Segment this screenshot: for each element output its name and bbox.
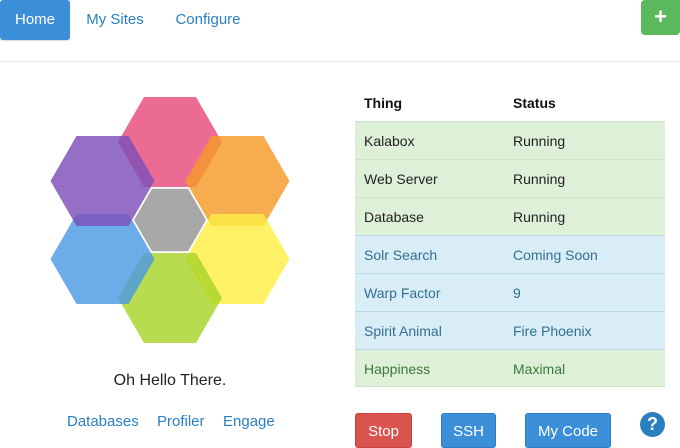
stop-button[interactable]: Stop xyxy=(355,413,412,448)
ssh-button[interactable]: SSH xyxy=(441,413,496,448)
status-cell: Running xyxy=(513,133,566,149)
table-row: Kalabox Running xyxy=(355,121,665,159)
status-column-header: Status xyxy=(513,95,556,111)
my-code-button[interactable]: My Code xyxy=(525,413,611,448)
profiler-link[interactable]: Profiler xyxy=(157,413,205,430)
status-table: Thing Status Kalabox Running Web Server … xyxy=(355,86,665,387)
thing-cell: Happiness xyxy=(364,361,431,377)
purple-hexagon xyxy=(50,136,155,226)
thing-cell: Web Server xyxy=(364,171,438,187)
table-header: Thing Status xyxy=(355,86,665,121)
table-row: Web Server Running xyxy=(355,159,665,197)
table-row: Database Running xyxy=(355,197,665,235)
databases-link[interactable]: Databases xyxy=(67,413,139,430)
table-row: Spirit Animal Fire Phoenix xyxy=(355,311,665,349)
thing-cell: Kalabox xyxy=(364,133,415,149)
welcome-caption: Oh Hello There. xyxy=(113,372,227,389)
engage-link[interactable]: Engage xyxy=(223,413,275,430)
orange-hexagon xyxy=(185,136,290,226)
thing-column-header: Thing xyxy=(364,95,403,111)
table-row: Solr Search Coming Soon xyxy=(355,235,665,273)
hexagon-logo xyxy=(50,97,290,343)
top-nav: Home My Sites Configure + xyxy=(0,0,680,62)
gray-hexagon xyxy=(134,188,206,252)
status-cell: Maximal xyxy=(513,361,566,377)
status-cell: Coming Soon xyxy=(513,247,598,263)
status-cell: 9 xyxy=(513,285,521,301)
table-row: Warp Factor 9 xyxy=(355,273,665,311)
thing-cell: Spirit Animal xyxy=(364,323,442,339)
table-row: Happiness Maximal xyxy=(355,349,665,387)
blue-hexagon xyxy=(50,214,155,304)
status-cell: Running xyxy=(513,209,566,225)
tool-links: Databases Profiler Engage xyxy=(0,413,340,433)
status-cell: Fire Phoenix xyxy=(513,323,592,339)
add-site-button[interactable]: + xyxy=(641,0,680,35)
tab-home[interactable]: Home xyxy=(0,0,70,40)
thing-cell: Warp Factor xyxy=(364,285,441,301)
thing-cell: Database xyxy=(364,209,424,225)
tab-my-sites[interactable]: My Sites xyxy=(86,11,144,28)
thing-cell: Solr Search xyxy=(364,247,438,263)
status-cell: Running xyxy=(513,171,566,187)
help-icon[interactable]: ? xyxy=(640,412,665,437)
tab-configure[interactable]: Configure xyxy=(175,11,241,28)
